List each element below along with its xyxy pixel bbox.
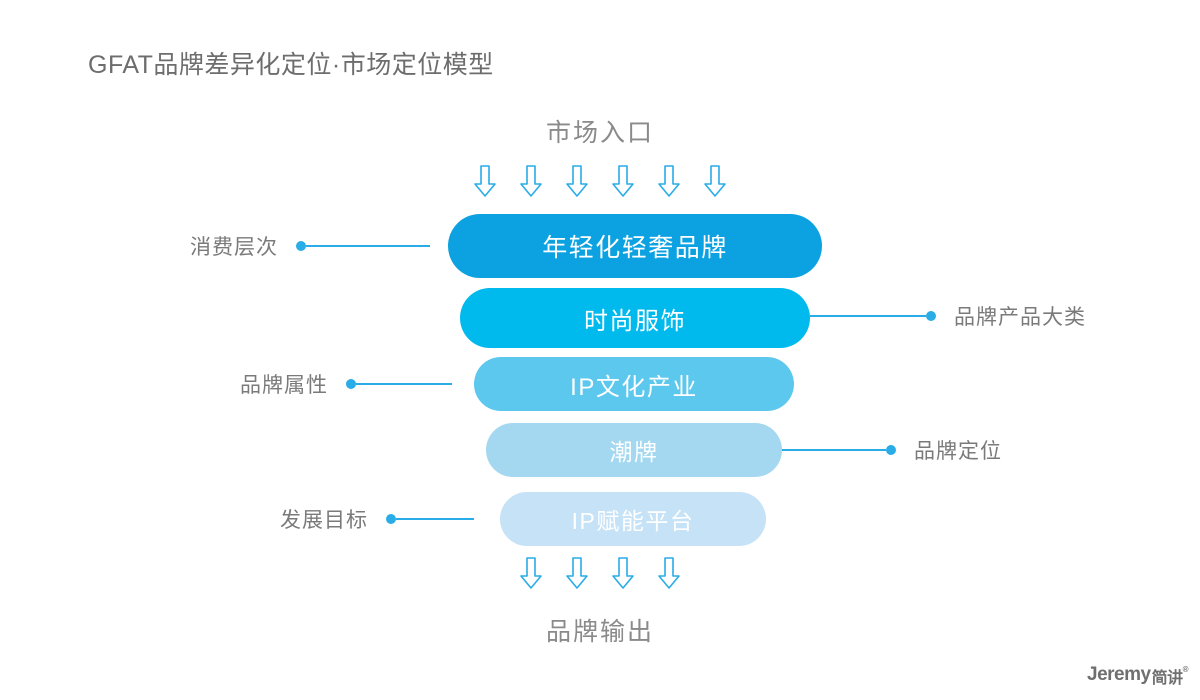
callout-stage-4: 品牌定位 (782, 440, 1002, 463)
callout-label: 发展目标 (280, 509, 368, 532)
funnel-outflow-arrows (0, 556, 1200, 590)
callout-dot-icon (926, 311, 936, 321)
callout-stage-2: 品牌产品大类 (810, 306, 1086, 329)
callout-stage-5: 发展目标 (280, 509, 474, 532)
funnel-stage-label: 时尚服饰 (584, 307, 686, 335)
funnel-entry-label: 市场入口 (545, 119, 654, 147)
callout-dot-icon (386, 514, 396, 524)
arrow-down-outline-icon (566, 557, 588, 589)
callout-dot-icon (296, 241, 306, 251)
callout-stage-1: 消费层次 (190, 236, 430, 259)
funnel-stage-label: IP文化产业 (570, 373, 698, 401)
funnel-stage-3[interactable]: IP文化产业 (474, 357, 794, 411)
page-title: GFAT品牌差异化定位·市场定位模型 (88, 51, 494, 79)
funnel-stage-label: 年轻化轻奢品牌 (542, 234, 728, 262)
callout-label: 品牌定位 (914, 440, 1002, 463)
arrow-down-outline-icon (474, 165, 496, 197)
callout-dot-icon (886, 445, 896, 455)
callout-dot-icon (346, 379, 356, 389)
callout-line (810, 315, 926, 317)
funnel-stage-label: 潮牌 (609, 439, 659, 465)
arrow-down-outline-icon (704, 165, 726, 197)
brand-name-cn: 简讲 (1151, 670, 1184, 687)
brand-name-latin: Jeremy (1087, 664, 1151, 685)
callout-label: 消费层次 (190, 236, 278, 259)
arrow-down-outline-icon (658, 165, 680, 197)
callout-line (782, 449, 886, 451)
arrow-down-outline-icon (520, 557, 542, 589)
arrow-down-outline-icon (612, 165, 634, 197)
arrow-down-outline-icon (566, 165, 588, 197)
callout-label: 品牌属性 (240, 374, 328, 397)
arrow-down-outline-icon (658, 557, 680, 589)
funnel-exit-label: 品牌输出 (545, 618, 654, 646)
funnel-stage-4[interactable]: 潮牌 (486, 423, 782, 477)
arrow-down-outline-icon (612, 557, 634, 589)
callout-stage-3: 品牌属性 (240, 374, 452, 397)
funnel-stage-label: IP赋能平台 (571, 508, 695, 534)
brand-logo: Jeremy 简讲 ® (1087, 664, 1189, 688)
funnel-stage-2[interactable]: 时尚服饰 (460, 288, 810, 348)
funnel-stage-1[interactable]: 年轻化轻奢品牌 (448, 214, 822, 278)
funnel-inflow-arrows (0, 164, 1200, 198)
callout-line (396, 518, 474, 520)
registered-mark-icon: ® (1182, 665, 1189, 674)
callout-line (306, 245, 430, 247)
funnel-stage-5[interactable]: IP赋能平台 (500, 492, 766, 546)
arrow-down-outline-icon (520, 165, 542, 197)
callout-label: 品牌产品大类 (954, 306, 1086, 329)
callout-line (356, 383, 452, 385)
